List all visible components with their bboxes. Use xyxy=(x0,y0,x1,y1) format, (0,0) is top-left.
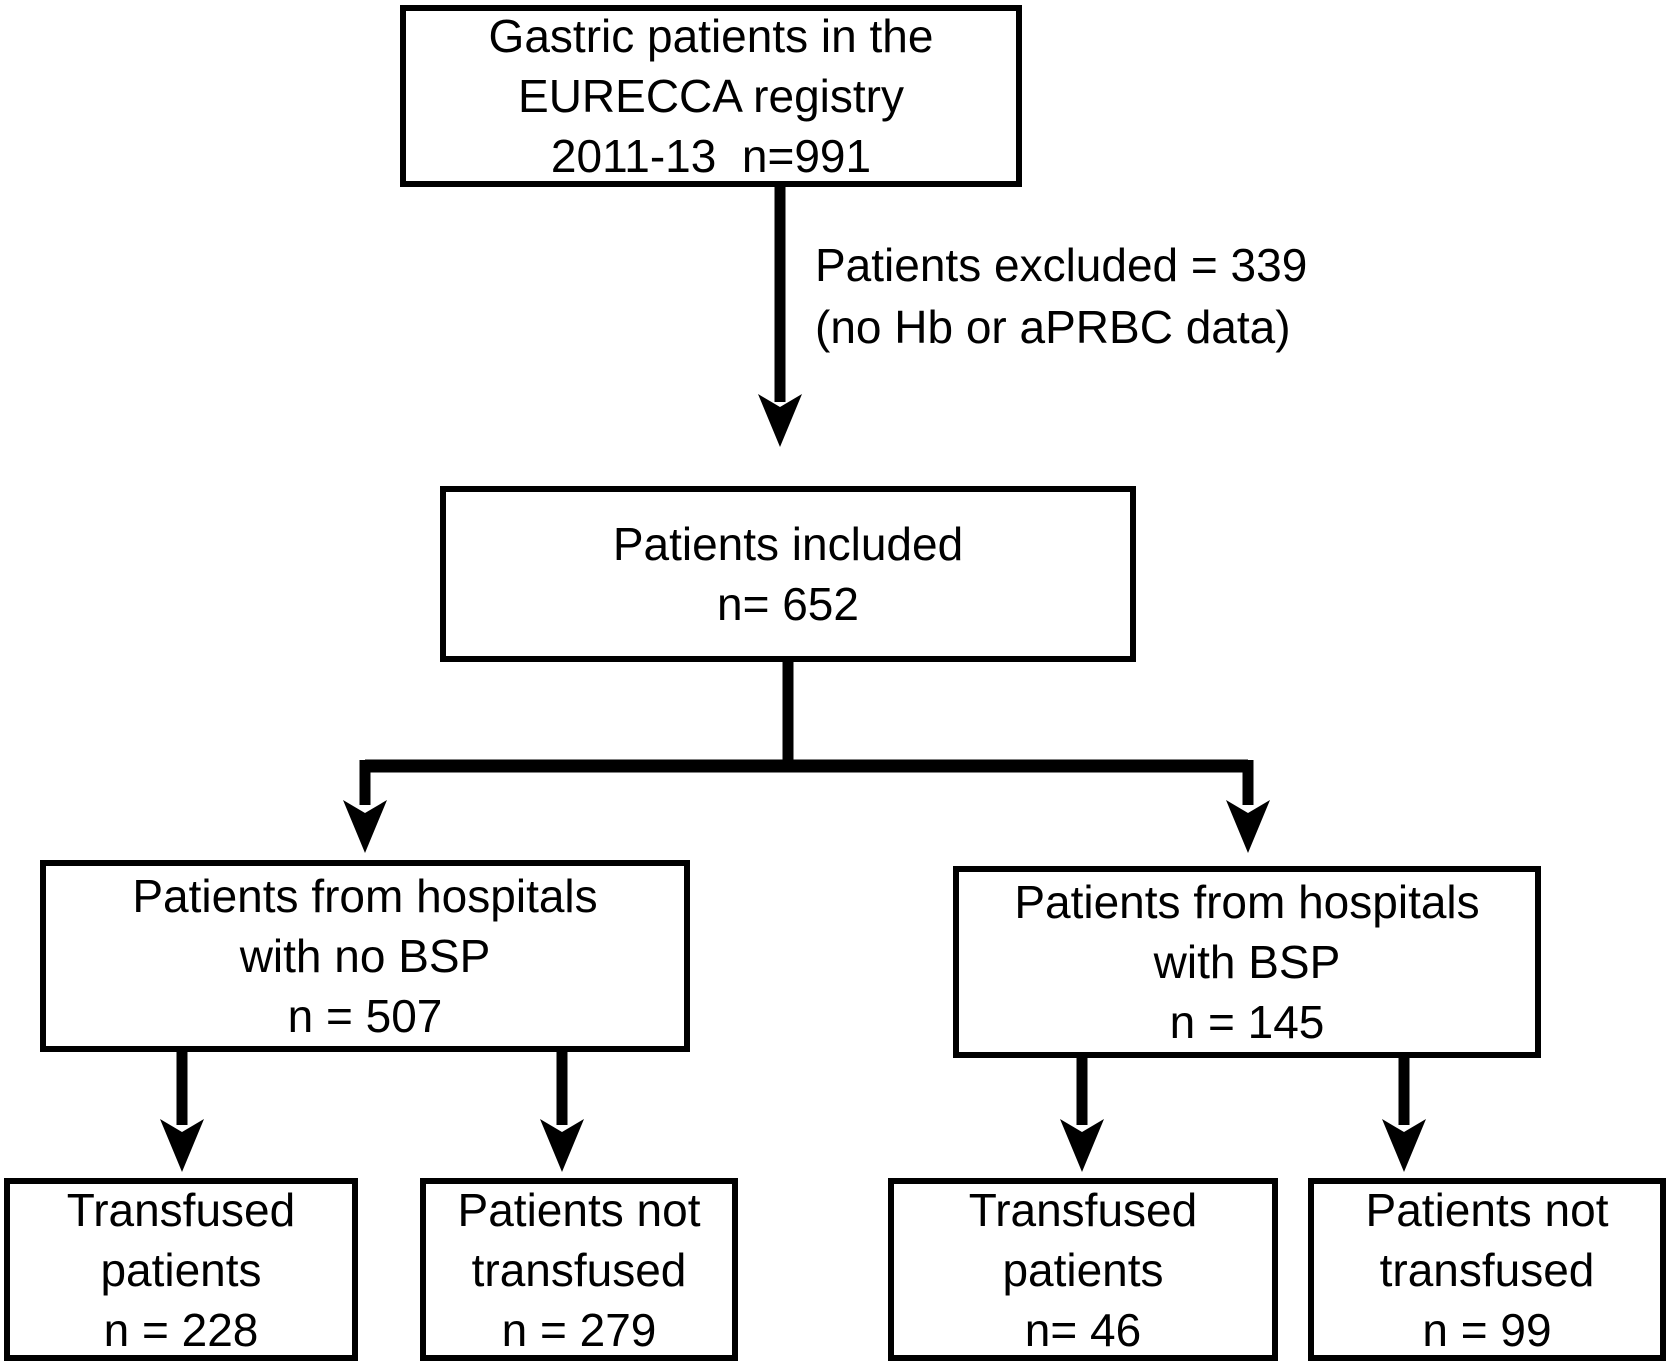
node-registry-line: EURECCA registry xyxy=(518,70,904,122)
node-included-line: Patients included xyxy=(612,518,964,570)
node-bsp-not-transfused-line: Patients not xyxy=(1365,1183,1609,1236)
arrow-registry-to-included xyxy=(758,185,802,447)
node-bsp-line: with BSP xyxy=(1153,936,1341,988)
node-bsp-not-transfused-line: n = 99 xyxy=(1422,1303,1552,1356)
node-no-bsp-transfused-line: patients xyxy=(100,1243,262,1296)
node-no-bsp-line: with no BSP xyxy=(239,930,491,982)
node-no-bsp-transfused-line: n = 228 xyxy=(103,1303,259,1356)
excluded-note-line: (no Hb or aPRBC data) xyxy=(815,301,1291,353)
node-no-bsp-line: n = 507 xyxy=(287,990,443,1042)
node-no-bsp-transfused: Transfused patients n = 228 xyxy=(4,1178,358,1361)
arrow-bsp-to-not-transfused xyxy=(1382,1054,1426,1172)
node-registry: Gastric patients in the EURECCA registry… xyxy=(400,5,1022,187)
node-registry-line: 2011-13 n=991 xyxy=(550,130,872,182)
excluded-note-line: Patients excluded = 339 xyxy=(815,239,1308,291)
node-bsp-not-transfused-line: transfused xyxy=(1379,1243,1595,1296)
node-bsp-not-transfused: Patients not transfused n = 99 xyxy=(1308,1178,1666,1361)
node-bsp-transfused-line: patients xyxy=(1002,1243,1164,1296)
arrow-bsp-to-transfused xyxy=(1060,1054,1104,1172)
arrow-included-to-hospitals xyxy=(343,660,1270,853)
node-no-bsp-line: Patients from hospitals xyxy=(132,870,598,922)
node-bsp-line: Patients from hospitals xyxy=(1014,876,1480,928)
node-no-bsp-not-transfused: Patients not transfused n = 279 xyxy=(420,1178,738,1361)
arrow-no-bsp-to-not-transfused xyxy=(540,1048,584,1172)
node-included-line: n= 652 xyxy=(717,578,859,630)
node-no-bsp-not-transfused-line: Patients not xyxy=(457,1183,701,1236)
arrow-no-bsp-to-transfused xyxy=(160,1048,204,1172)
node-included: Patients included n= 652 xyxy=(440,486,1136,662)
node-no-bsp-not-transfused-line: n = 279 xyxy=(501,1303,657,1356)
node-bsp-transfused-line: n= 46 xyxy=(1024,1303,1142,1356)
node-no-bsp-transfused-line: Transfused xyxy=(66,1183,296,1236)
node-registry-line: Gastric patients in the xyxy=(488,10,934,62)
node-bsp-line: n = 145 xyxy=(1169,996,1325,1048)
excluded-note: Patients excluded = 339 (no Hb or aPRBC … xyxy=(815,234,1307,358)
node-bsp: Patients from hospitals with BSP n = 145 xyxy=(953,866,1541,1058)
node-no-bsp: Patients from hospitals with no BSP n = … xyxy=(40,860,690,1052)
node-bsp-transfused-line: Transfused xyxy=(968,1183,1198,1236)
node-bsp-transfused: Transfused patients n= 46 xyxy=(888,1178,1278,1361)
node-no-bsp-not-transfused-line: transfused xyxy=(471,1243,687,1296)
